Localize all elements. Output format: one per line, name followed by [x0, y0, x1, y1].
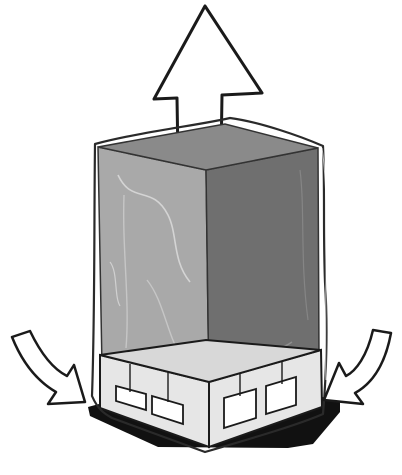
curved-arrow-right-icon [324, 330, 391, 404]
curved-arrow-left-icon [12, 331, 85, 404]
